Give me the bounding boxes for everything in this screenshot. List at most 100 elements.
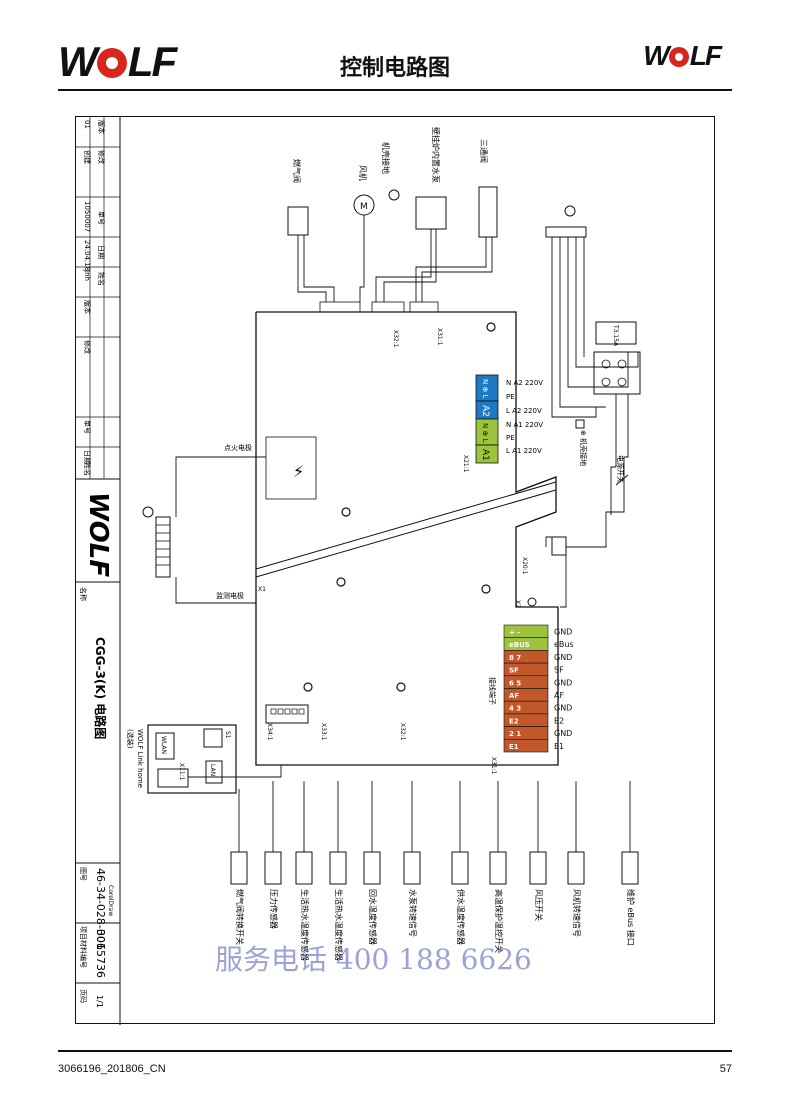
burner-electrode-array [155,516,171,578]
wolf-link-subtitle: (选装) [126,729,135,749]
terminal-label: GND [554,729,572,738]
electrodes: 点火电极 监测电极 X1 [142,443,266,604]
mains-input: T3.15A ⊕ 机壳接地 电源开关 X20:1 X2 [514,321,641,608]
drawing-name: CGG-3(K) 电路图 [93,637,108,739]
three-way-valve [478,186,498,238]
fan-label: 风机 [358,165,368,181]
rev-date: 24.04.18 [83,240,91,271]
s1-label: S1 [224,731,231,739]
sensor-connector [621,851,639,885]
rev-number: 1050007 [83,201,91,232]
sensor-connector [451,851,469,885]
ground-icon [388,189,400,201]
circuit-diagram: 01 版本 创建 修改 1050007 单号 24.04.18 日期 Jnh 姓… [76,117,641,1025]
mount-hole [341,507,351,517]
bottom-components: 燃气阀转换开关 压力传感器 生活热水温度传感器 生活热水温度传感器 回水温度传感器 水泵转… [230,781,639,961]
ground-icon [564,205,576,217]
terminal-label: GND [554,678,572,687]
material-number: 3065736 [94,929,107,978]
s1-button [203,728,223,748]
rev2-number: 单号 [83,420,92,434]
three-way-valve-label: 三通阀 [479,139,489,163]
sensor-label: 风机转速信号 [572,889,582,937]
rev2-date: 日期 [83,450,91,464]
sensor-label: 高温保护温控开关 [494,889,504,953]
rev2-name: 姓名 [83,462,92,476]
sensor-label: 维护 eBus 接口 [626,889,636,946]
chassis-ground-label: 机壳接地 [381,142,391,174]
footer-rule [58,1050,732,1052]
fan-motor-m: M [360,202,368,212]
mount-hole [486,322,496,332]
name-label: 名称 [79,587,88,601]
x32-bottom-label: X32:1 [399,723,406,741]
terminal-pin: 6 5 [509,679,521,687]
footer-page-number: 57 [719,1063,732,1075]
chassis-ground-label-2: ⊕ 机壳接地 [579,430,588,466]
rev2-ver: 版本 [83,300,92,314]
x20-label: X20:1 [521,557,528,575]
rev-date-label: 日期 [97,245,105,259]
lightning-icon: ⚡ [293,462,304,481]
footer-doc-code: 3066196_201806_CN [58,1063,166,1075]
terminal-label: eBus [554,640,574,649]
sensor-label: 生活热水温度传感器 [300,889,310,961]
sensor-connector [403,851,421,885]
sensor-connector [295,851,313,885]
sensor-label: 燃气阀转换开关 [235,889,245,945]
ignition-transformer [265,436,317,500]
sensor-label: 压力传感器 [269,889,279,929]
a2-nl: N ⊕ L [481,379,489,399]
rev-change-label: 修改 [97,150,106,164]
terminal-pin: 8 7 [509,654,521,662]
ground-icon [142,506,154,518]
mains-terminal [593,351,641,395]
ground-clip [575,419,585,429]
rev-name: Jnh [83,269,91,281]
pump-label: 壁挂炉内置水泵 [431,127,441,183]
power-label-6: L A1 220V [506,447,542,455]
sensor-connector [264,851,282,885]
rev-ver-label: 版本 [97,120,106,134]
wlan-box [155,732,175,760]
power-label-4: N A1 220V [506,421,543,429]
fuse-holder [595,321,637,345]
sensor-label: 风压开关 [534,889,544,921]
pump-connector [415,196,447,230]
software: CorelDraw [107,885,114,916]
monitor-electrode-label: 监测电极 [216,591,244,600]
power-switch-label: 电源开关 [616,455,625,483]
rev2-change: 修改 [83,340,92,354]
x11-label: X11:1 [178,763,185,781]
terminal-pin: E1 [509,743,519,751]
header-rule [58,89,732,91]
page-title: 控制电路图 [339,56,450,81]
a2-text: A2 [480,405,490,417]
x1-label: X1 [258,586,266,593]
logo-o-icon [96,47,127,78]
x12-connector [265,704,309,724]
power-label-2: PE [506,393,515,401]
sensor-label: 生活热水温度传感器 [334,889,344,961]
power-output-block: N ⊕ L A2 N ⊕ L A1 N A2 220V PE L A2 220V… [462,374,543,473]
a1-label-cell [475,444,499,464]
top-components: 三通阀 壁挂炉内置水泵 机壳接地 风机 M 燃气阀 [287,127,639,418]
drawing-number: 46-34-028-001 [94,868,107,950]
sensor-label: 水泵转速信号 [408,889,418,937]
terminal-label: AF [554,691,564,700]
sensor-connector [363,851,381,885]
mount-hole [396,682,406,692]
terminal-label: GND [554,653,572,662]
page-value: 1/1 [95,995,104,1008]
terminal-label: E2 [554,716,564,725]
control-board: ⚡ [255,311,559,766]
rev-number-label: 单号 [97,211,106,225]
title-block: 01 版本 创建 修改 1050007 单号 24.04.18 日期 Jnh 姓… [76,117,121,1025]
sensor-label: 回水温度传感器 [368,889,378,945]
terminal-pin: SF [509,667,519,675]
a1-text: A1 [480,449,490,461]
x33-bottom-label: X33:1 [320,723,327,741]
lan-port [205,760,223,784]
x20-connector [551,536,567,556]
